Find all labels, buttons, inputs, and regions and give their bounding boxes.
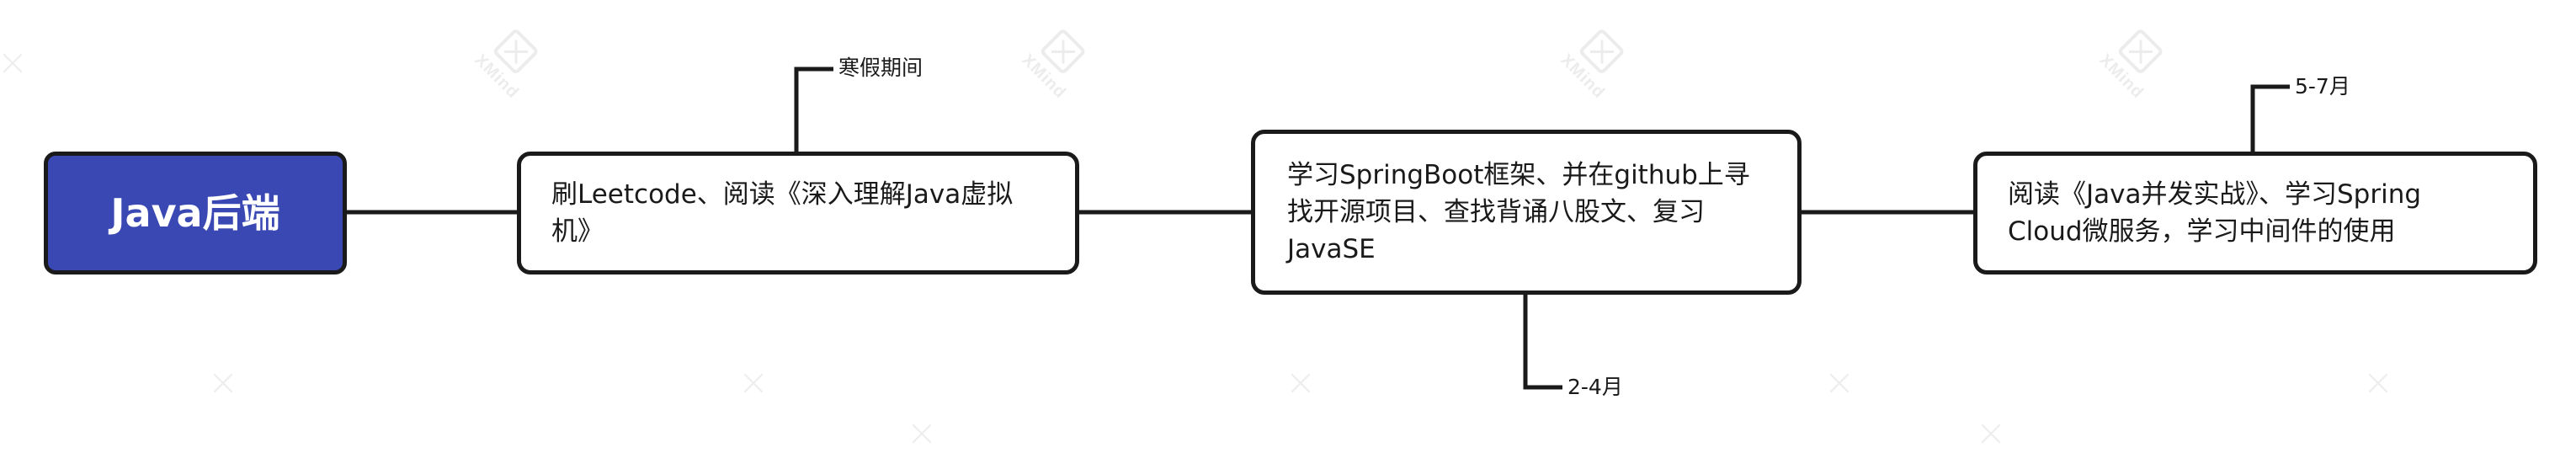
root-node-label: Java后端 — [110, 190, 280, 236]
topic-node-3[interactable]: 阅读《Java并发实战》、学习Spring Cloud微服务，学习中间件的使用 — [1973, 152, 2537, 274]
tag-3: 5-7月 — [2295, 74, 2350, 99]
topic-node-1[interactable]: 刷Leetcode、阅读《深入理解Java虚拟机》 — [517, 152, 1079, 274]
topic-node-2-label: 学习SpringBoot框架、并在github上寻找开源项目、查找背诵八股文、复… — [1287, 160, 1750, 264]
tag-2: 2-4月 — [1567, 375, 1623, 399]
topic-node-2[interactable]: 学习SpringBoot框架、并在github上寻找开源项目、查找背诵八股文、复… — [1251, 130, 1802, 295]
connector-tag-2 — [1523, 294, 1562, 390]
connector-tag-3 — [2250, 84, 2290, 152]
topic-node-1-label: 刷Leetcode、阅读《深入理解Java虚拟机》 — [551, 179, 1014, 247]
connector-tag-1 — [794, 67, 833, 152]
root-node[interactable]: Java后端 — [44, 152, 347, 274]
tag-1: 寒假期间 — [838, 56, 923, 80]
topic-node-3-label: 阅读《Java并发实战》、学习Spring Cloud微服务，学习中间件的使用 — [2008, 179, 2422, 247]
